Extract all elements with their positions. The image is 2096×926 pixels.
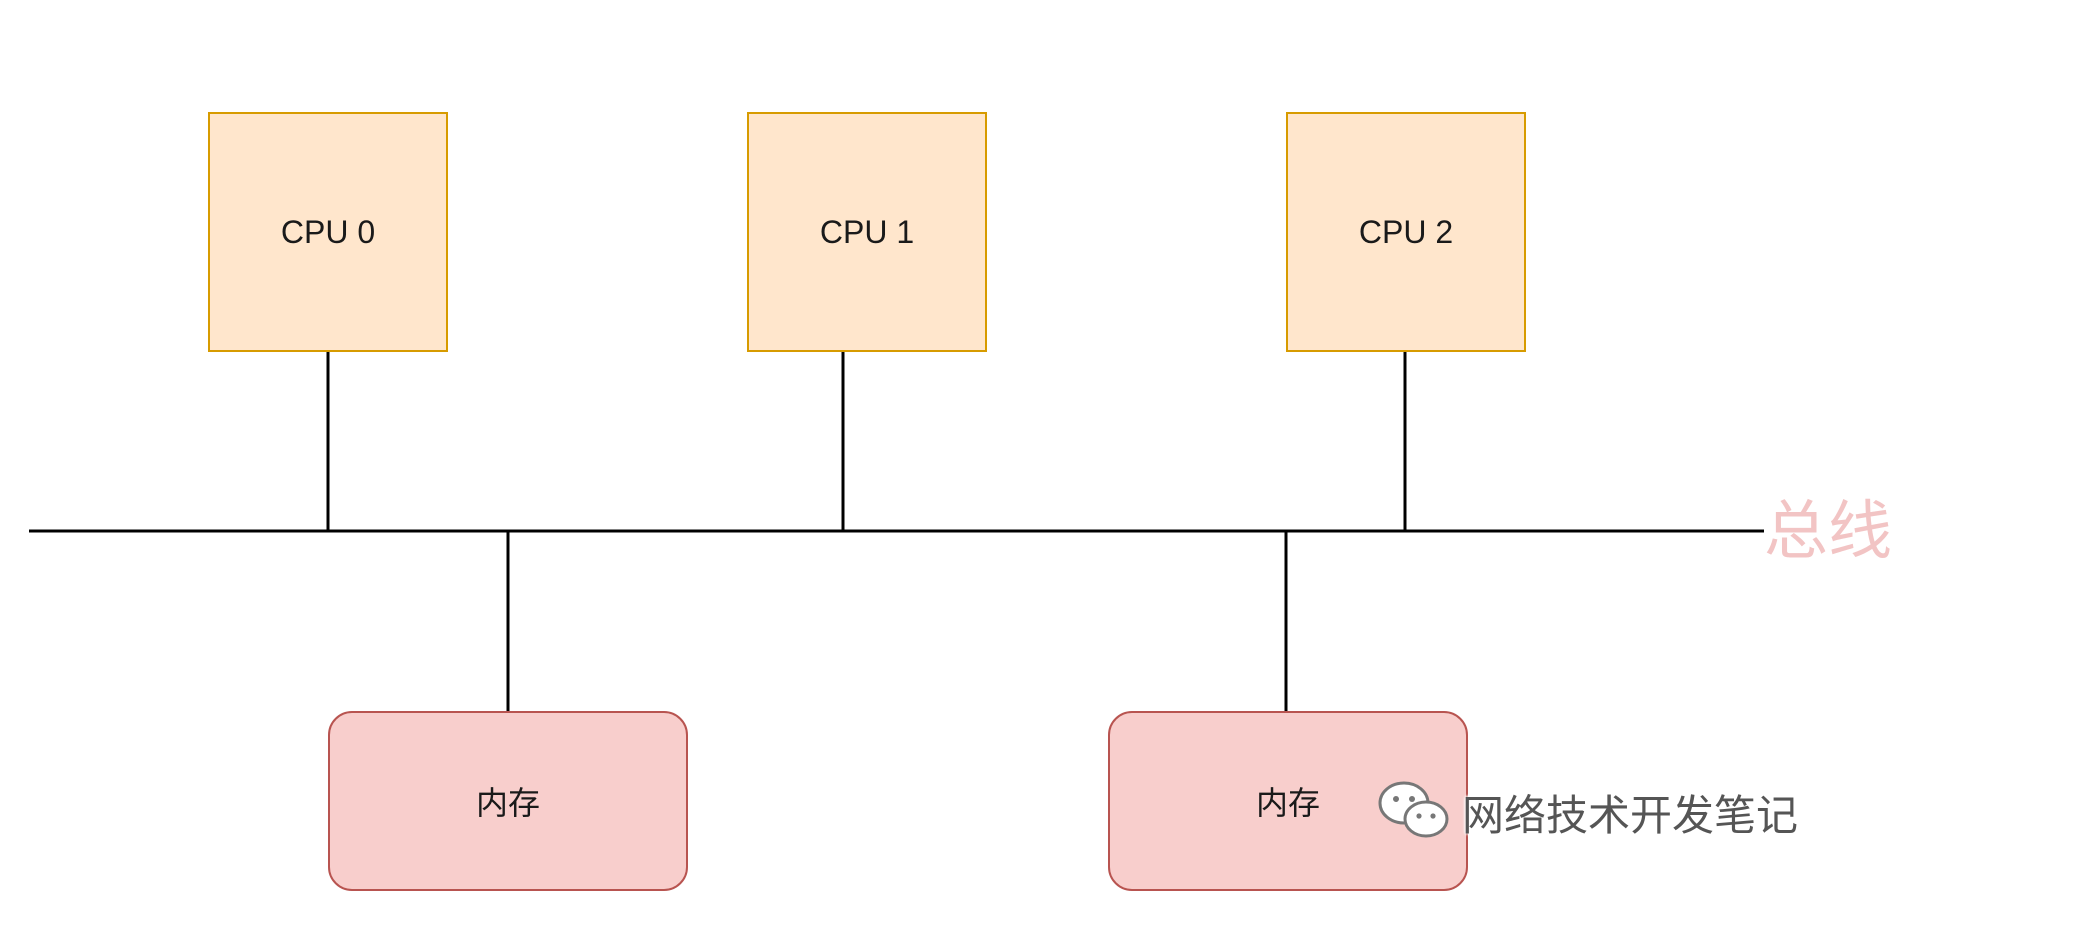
cpu-2-box[interactable]: CPU 2 bbox=[1286, 112, 1526, 352]
memory-0-label: 内存 bbox=[475, 784, 540, 822]
watermark-text: 网络技术开发笔记 bbox=[1462, 791, 1799, 840]
cpu-0-label: CPU 0 bbox=[280, 213, 376, 250]
memory-1-label: 内存 bbox=[1255, 784, 1320, 822]
cpu-2-label: CPU 2 bbox=[1358, 213, 1454, 250]
cpu-1-label: CPU 1 bbox=[819, 213, 915, 250]
cpu-0-box[interactable]: CPU 0 bbox=[208, 112, 448, 352]
cpu-1-box[interactable]: CPU 1 bbox=[747, 112, 987, 352]
bus-label: 总线 bbox=[1764, 495, 1892, 569]
watermark: 网络技术开发笔记 bbox=[1374, 775, 1798, 850]
wechat-icon bbox=[1374, 775, 1454, 850]
memory-0-box[interactable]: 内存 bbox=[328, 711, 688, 891]
